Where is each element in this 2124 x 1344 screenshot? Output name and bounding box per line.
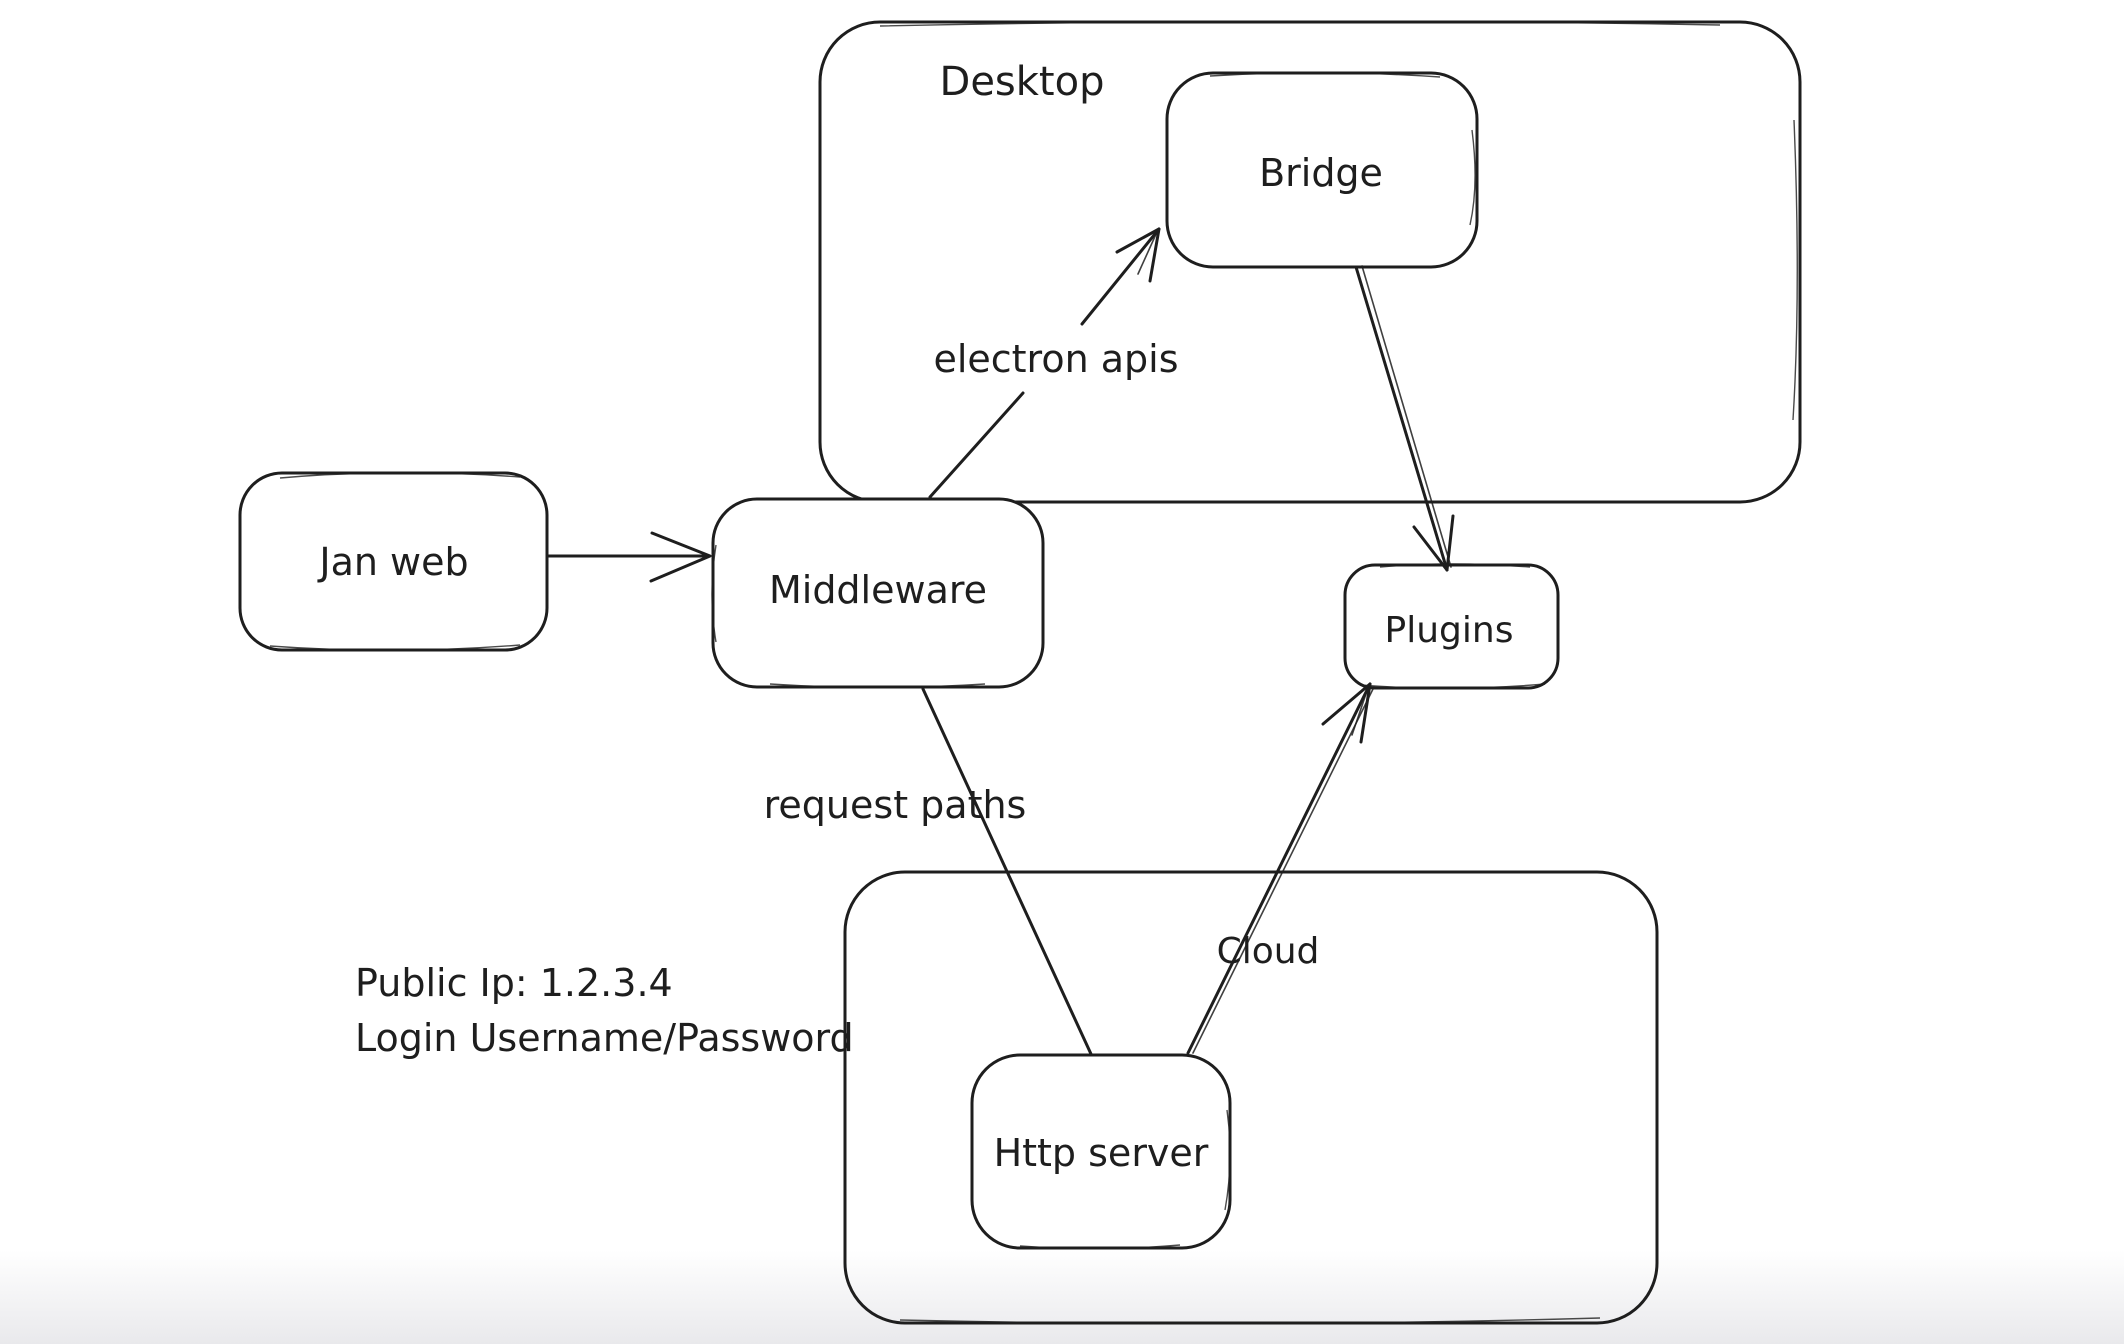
edge-middleware-to-bridge[interactable] [928,227,1161,499]
edge-line[interactable] [1186,682,1372,1055]
cloud-container-label[interactable]: Cloud [1217,931,1320,972]
plugins-label[interactable]: Plugins [1385,610,1514,651]
annotation-login[interactable]: Login Username/Password [355,1016,854,1060]
edge-line[interactable] [928,227,1161,499]
bridge-label[interactable]: Bridge [1259,151,1383,195]
edge-http-server-to-plugins[interactable] [1186,682,1375,1055]
node-bridge[interactable]: Bridge [1165,71,1479,269]
edge-line[interactable] [1354,265,1449,572]
edge-arrowhead-sketch [1137,231,1158,275]
edge-bridge-to-plugins[interactable] [1354,265,1455,572]
edge-label-electron-apis[interactable]: electron apis [933,337,1178,381]
sketch-accent [879,20,1721,27]
edge-arrowhead-sketch [1351,687,1369,736]
edge-label-request-paths[interactable]: request paths [764,783,1027,827]
node-middleware[interactable]: Middleware [711,497,1045,689]
edge-jan-web-to-middleware[interactable] [546,531,712,583]
edge-arrowhead[interactable] [1412,514,1455,572]
edge-middleware-to-http-server[interactable] [921,687,1093,1056]
desktop-container-shape[interactable] [818,20,1802,504]
sketch-accent [1792,119,1798,421]
node-http-server[interactable]: Http server [970,1053,1232,1250]
edge-line-sketch [1361,265,1452,568]
container-cloud[interactable] [843,870,1659,1325]
desktop-container-label[interactable]: Desktop [940,59,1105,105]
middleware-label[interactable]: Middleware [769,568,987,612]
sketch-accent [1019,1109,1231,1250]
jan-web-label[interactable]: Jan web [317,540,468,584]
edge-arrowhead[interactable] [1321,682,1372,744]
sketch-accent [899,1317,1601,1325]
sketch-accent [711,544,986,689]
edge-line[interactable] [921,687,1093,1056]
node-jan-web[interactable]: Jan web [238,471,549,652]
container-desktop[interactable] [818,20,1802,504]
sketch-accent [1209,72,1476,226]
edge-line-sketch [1192,686,1375,1054]
sketch-accent [269,472,521,651]
edge-arrowhead[interactable] [1115,227,1161,283]
annotation-public-ip[interactable]: Public Ip: 1.2.3.4 [355,961,673,1005]
annotation-credentials[interactable]: Public Ip: 1.2.3.4 Login Username/Passwo… [355,961,854,1060]
http-server-label[interactable]: Http server [994,1131,1209,1175]
edge-arrowhead[interactable] [649,531,712,583]
sketch-accent [1359,563,1546,689]
node-plugins[interactable]: Plugins [1343,563,1560,690]
